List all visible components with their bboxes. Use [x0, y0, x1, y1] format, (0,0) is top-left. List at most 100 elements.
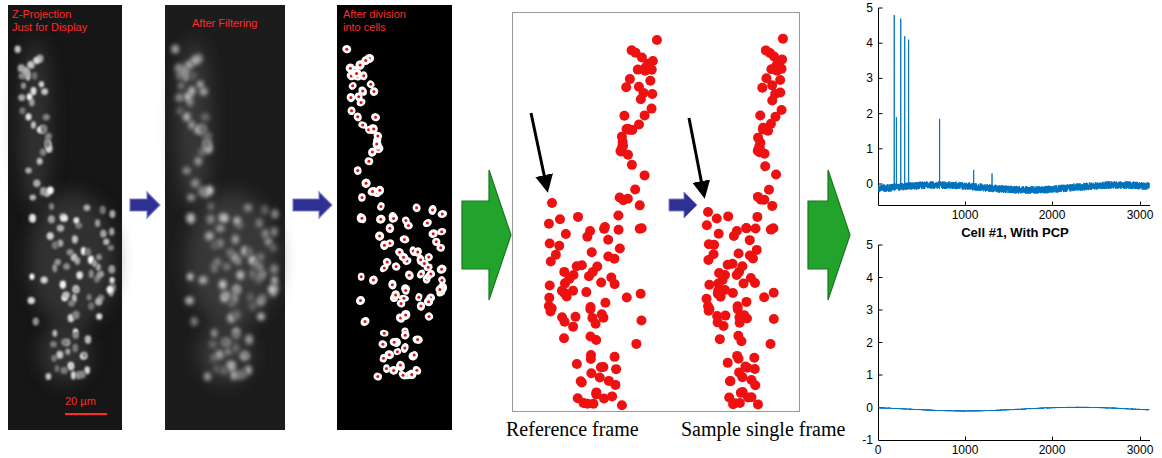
cell-centre — [356, 169, 359, 172]
cell-dot — [586, 354, 596, 364]
filtered-cell — [203, 140, 211, 149]
filtered-cell — [249, 302, 257, 311]
cell-centre — [350, 109, 353, 112]
cell-dot — [720, 311, 730, 321]
small-arrow — [669, 192, 697, 218]
cell-mask — [364, 156, 374, 166]
cell-centre — [427, 256, 430, 259]
cell-dot — [759, 292, 769, 302]
cell-centre — [386, 261, 389, 264]
scale-bar — [65, 413, 107, 415]
cell-mask — [437, 275, 447, 286]
tissue-haze — [177, 39, 211, 209]
cell-mask — [356, 212, 368, 225]
cell-dot — [732, 226, 742, 236]
cell-dot — [741, 297, 751, 307]
cell-centre — [383, 332, 386, 335]
filtered-cell — [199, 125, 207, 134]
cell-dot — [754, 141, 764, 151]
cell-centre — [440, 230, 443, 233]
filtered-cell — [198, 186, 206, 196]
cell-centre — [401, 374, 404, 377]
cell — [72, 311, 79, 320]
cell-dot — [777, 105, 787, 115]
cell — [18, 64, 25, 72]
cell-mask — [390, 289, 400, 300]
cell — [65, 349, 70, 355]
cell-dot — [609, 254, 619, 264]
filtered-cell — [199, 276, 208, 284]
cell-centre — [388, 227, 391, 230]
cell-centre — [410, 373, 413, 376]
cell-dot — [610, 279, 620, 289]
cell-mask — [383, 364, 390, 373]
filtered-cell — [256, 218, 263, 227]
frame-caption: Reference frame — [506, 417, 639, 441]
cell-dot — [572, 261, 582, 271]
filtered-cell — [220, 215, 229, 223]
cell-mask — [385, 223, 394, 233]
filtered-cell — [205, 232, 214, 241]
cell-centre — [360, 196, 363, 199]
filtered-cell — [225, 348, 231, 355]
cell-dot — [570, 312, 580, 322]
cell-mask — [415, 268, 426, 280]
cell-dot — [739, 279, 749, 289]
cell — [108, 265, 115, 274]
cell-mask — [436, 243, 446, 253]
cell-mask — [412, 335, 424, 345]
cell-centre — [428, 315, 431, 318]
filtered-cell — [271, 276, 277, 284]
cell — [33, 317, 39, 325]
cell-mask — [388, 365, 400, 376]
cell-mask — [372, 372, 383, 382]
cell-dot — [647, 89, 657, 99]
cell — [51, 355, 57, 362]
cell-mask — [346, 92, 357, 103]
cell-mask — [423, 311, 434, 322]
tissue-haze — [19, 39, 51, 209]
tick-label: 5 — [866, 1, 873, 15]
cell — [83, 205, 90, 211]
cell-centre — [398, 251, 401, 254]
cell-dot — [713, 317, 723, 327]
filtered-cell — [184, 93, 191, 101]
cell-centre — [438, 288, 441, 291]
cell-dot — [713, 286, 723, 296]
filtered-cell — [211, 329, 217, 337]
cell-centre — [388, 353, 391, 356]
cell-dot — [759, 195, 769, 205]
cell-mask — [388, 213, 400, 224]
filtered-cell — [249, 269, 255, 279]
chart-panel: Cell #1, With PCP — [852, 0, 1160, 458]
cell-dot — [737, 372, 747, 382]
sample-dots — [702, 34, 788, 410]
cell-dot — [765, 339, 775, 349]
filtered-cell — [227, 361, 235, 369]
cell-mask — [347, 106, 356, 116]
cell — [88, 302, 94, 310]
filtered-cell — [233, 217, 240, 224]
cell — [25, 168, 32, 174]
cell-centre — [415, 369, 418, 372]
trace-top — [879, 15, 1150, 194]
cell-mask — [393, 246, 405, 258]
cell — [43, 114, 50, 120]
filtered-cell — [187, 213, 195, 223]
cell-mask — [345, 62, 357, 73]
cell-mask — [409, 350, 419, 361]
cell-centre — [372, 127, 375, 130]
cell-centre — [357, 95, 360, 98]
filtered-cell — [175, 64, 184, 73]
tick-label: -1 — [862, 433, 873, 447]
cell — [55, 365, 60, 372]
filtered-cell — [201, 113, 210, 121]
cell-mask — [372, 139, 383, 151]
filtered-cell — [271, 227, 278, 236]
cell — [49, 203, 54, 210]
filtered-cell — [245, 334, 253, 344]
cell-centre — [431, 208, 434, 211]
cell-centre — [432, 232, 435, 235]
filtered-cell — [261, 205, 269, 215]
cell-mask — [423, 297, 433, 307]
